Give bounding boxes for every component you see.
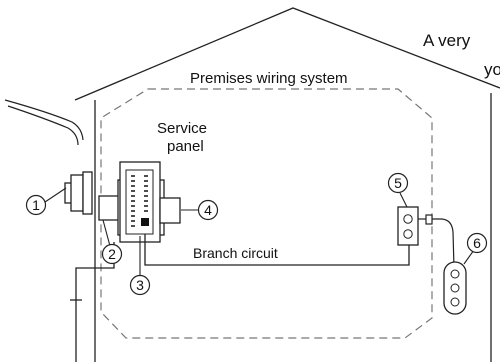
service-drop [4,99,84,146]
svg-text:5: 5 [394,175,402,191]
branch-circuit-label: Branch circuit [193,245,278,261]
svg-text:6: 6 [473,235,481,251]
callout-6: 6 [466,232,488,254]
callout-4: 4 [197,199,219,221]
relocatable-power-tap [443,261,467,315]
premises-wiring-boundary [100,88,433,339]
callout-3: 3 [129,274,151,296]
house-outline [74,7,500,362]
callout-1: 1 [25,194,47,216]
service-entrance [98,195,121,221]
callout-leaders [44,187,475,275]
service-panel [117,161,165,243]
svg-text:2: 2 [108,246,116,262]
svg-text:4: 4 [204,202,212,218]
heading-line-1: A very [423,31,471,50]
svg-text:1: 1 [32,197,40,213]
plug-cord [418,214,455,269]
side-enclosure [159,197,181,224]
callout-2: 2 [101,243,123,265]
svg-text:3: 3 [136,277,144,293]
branch-breaker [141,218,149,226]
service-panel-label-line-1: Service [157,120,207,137]
callout-5: 5 [387,172,409,194]
service-panel-label-line-2: panel [167,138,204,155]
meter [64,171,93,215]
premises-wiring-label: Premises wiring system [190,70,348,87]
branch-circuit-wire [144,234,410,266]
wall-receptacle [397,206,419,246]
heading-line-2: yo [484,60,500,79]
